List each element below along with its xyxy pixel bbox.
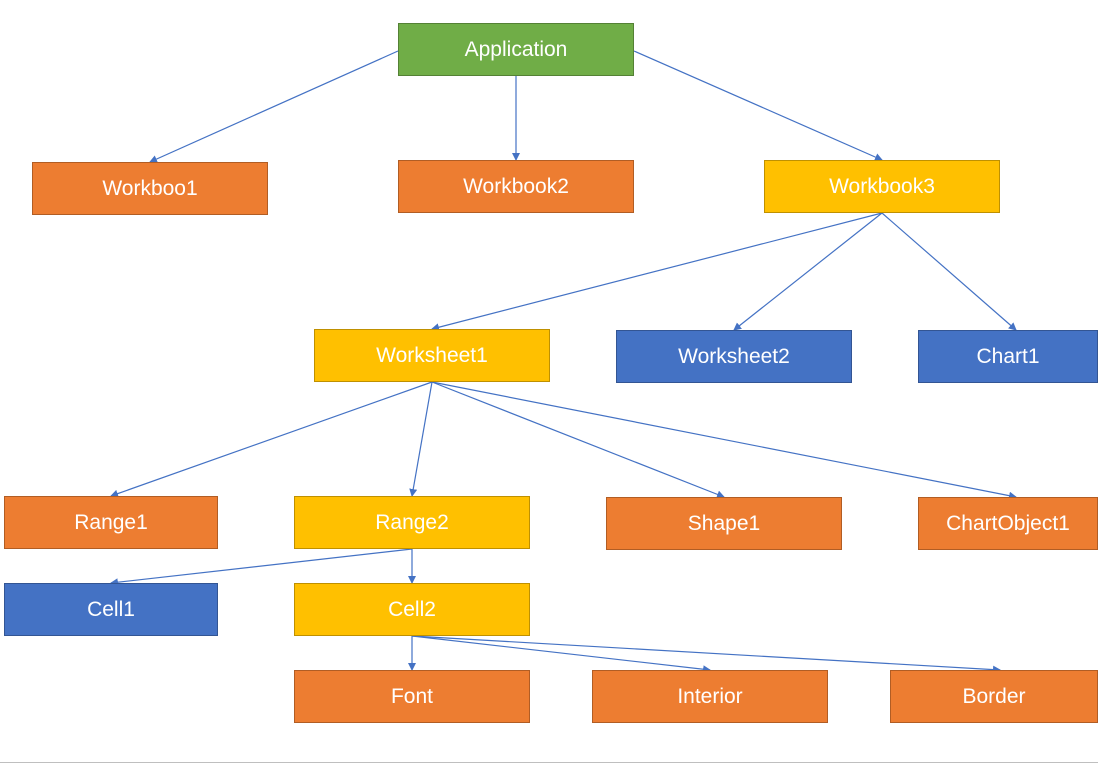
node-workbook2: Workbook2: [398, 160, 634, 213]
connector-cell2-to-border: [411, 635, 1001, 674]
node-application: Application: [398, 23, 634, 76]
node-worksheet1: Worksheet1: [314, 329, 550, 382]
node-chartobject1: ChartObject1: [918, 497, 1098, 550]
connector-range2-to-cell1: [110, 548, 413, 587]
bottom-divider: [0, 762, 1098, 763]
node-cell1: Cell1: [4, 583, 218, 636]
connector-application-to-workbook1: [149, 50, 399, 163]
node-workbook3: Workbook3: [764, 160, 1000, 213]
connector-worksheet1-to-chartobject1: [431, 381, 1017, 500]
connector-worksheet1-to-range2: [409, 381, 433, 497]
node-border: Border: [890, 670, 1098, 723]
node-range2: Range2: [294, 496, 530, 549]
connector-workbook3-to-worksheet1: [431, 212, 883, 332]
node-font: Font: [294, 670, 530, 723]
connector-worksheet1-to-range1: [110, 381, 433, 498]
connector-worksheet1-to-shape1: [431, 381, 725, 499]
connector-application-to-workbook3: [633, 50, 883, 161]
node-range1: Range1: [4, 496, 218, 549]
connector-workbook3-to-chart1: [881, 212, 1017, 331]
node-shape1: Shape1: [606, 497, 842, 550]
node-worksheet2: Worksheet2: [616, 330, 852, 383]
node-chart1: Chart1: [918, 330, 1098, 383]
connector-cell2-to-interior: [411, 635, 711, 674]
node-cell2: Cell2: [294, 583, 530, 636]
node-workbook1: Workboo1: [32, 162, 268, 215]
connector-workbook3-to-worksheet2: [733, 212, 883, 331]
node-interior: Interior: [592, 670, 828, 723]
